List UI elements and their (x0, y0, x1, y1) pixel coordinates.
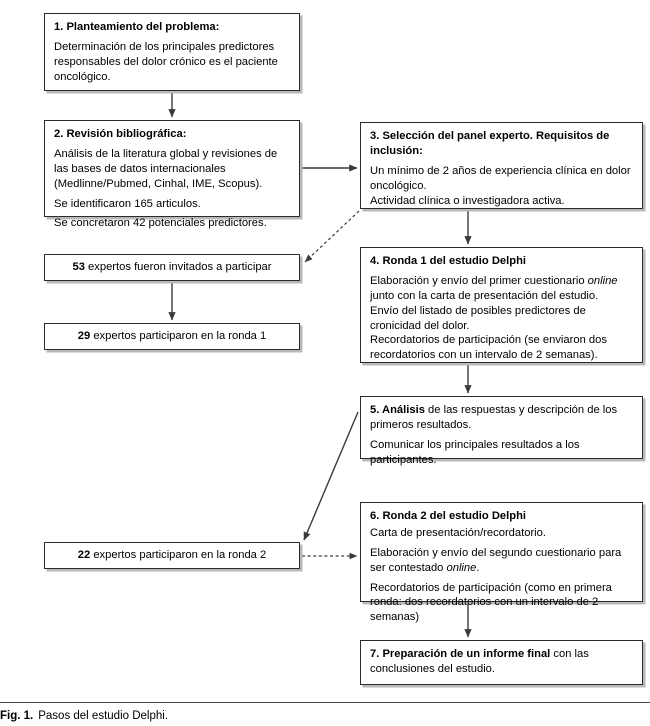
figure-caption-text: Pasos del estudio Delphi. (38, 710, 169, 722)
step1-heading: 1. Planteamiento del problema: (54, 21, 220, 33)
step3-body-2: Actividad clínica o investigadora activa… (370, 194, 565, 207)
step4-body-1: Elaboración y envío del primer cuestiona… (370, 274, 633, 304)
round1-participants-label: expertos participaron en la ronda 1 (90, 330, 267, 343)
round2-participants-label: expertos participaron en la ronda 2 (90, 549, 267, 562)
invited-experts-label: expertos fueron invitados a participar (84, 261, 272, 274)
figure-caption: Fig. 1. Pasos del estudio Delphi. (0, 709, 640, 724)
step2-body-2: Se identificaron 165 articulos. (54, 197, 201, 210)
flow-node-round2-participants[interactable]: 22 expertos participaron en la ronda 2 (44, 542, 300, 569)
step7-heading-rest: con las conclusiones del estudio. (370, 648, 589, 675)
step5-heading-rest: de las respuestas y descripción de los p… (370, 404, 618, 431)
connector-step5-to-round2 (303, 411, 359, 541)
step5-body-1: Comunicar los principales resultados a l… (370, 438, 580, 466)
step4-heading: 4. Ronda 1 del estudio Delphi (370, 255, 527, 267)
step2-body-1: Análisis de la literatura global y revis… (54, 147, 278, 190)
step6-body-3: Recordatorios de participación (como en … (370, 581, 612, 624)
caption-divider (0, 702, 650, 703)
step6-body-2-pre: Elaboración y envío del segundo cuestion… (370, 546, 622, 574)
step7-heading: 7. Preparación de un informe final con l… (370, 647, 633, 677)
step1-body: Determinación de los principales predict… (54, 40, 278, 83)
step5-heading-bold: 5. Análisis (370, 404, 425, 416)
flow-node-step3[interactable]: 3. Selección del panel experto. Requisit… (360, 122, 643, 209)
step4-body-1-pre: Elaboración y envío del primer cuestiona… (370, 274, 588, 287)
step2-heading: 2. Revisión bibliográfica: (54, 128, 187, 140)
step6-body-2: Elaboración y envío del segundo cuestion… (370, 546, 633, 576)
flow-node-step2[interactable]: 2. Revisión bibliográfica: Análisis de l… (44, 120, 300, 229)
figure-label: Fig. 1. (0, 710, 34, 722)
flow-node-step7[interactable]: 7. Preparación de un informe final con l… (360, 640, 643, 685)
step4-body-3: Recordatorios de participación (se envia… (370, 334, 607, 362)
flow-node-step4[interactable]: 4. Ronda 1 del estudio Delphi Elaboració… (360, 247, 643, 363)
flow-node-step5[interactable]: 5. Análisis de las respuestas y descripc… (360, 396, 643, 466)
step6-body-1: Carta de presentación/recordatorio. (370, 526, 546, 539)
step3-heading: 3. Selección del panel experto. Requisit… (370, 130, 610, 157)
flow-node-round1-participants[interactable]: 29 expertos participaron en la ronda 1 (44, 323, 300, 350)
step6-heading: 6. Ronda 2 del estudio Delphi (370, 510, 527, 522)
round2-participants-count: 22 (77, 549, 91, 562)
step5-heading: 5. Análisis de las respuestas y descripc… (370, 403, 633, 433)
step4-body-1-italic: online (587, 274, 618, 287)
flow-node-invited-experts[interactable]: 53 expertos fueron invitados a participa… (44, 254, 300, 281)
connector-step3-to-invited (304, 210, 360, 263)
step6-body-2-post: . (476, 561, 480, 574)
step3-body-1: Un mínimo de 2 años de experiencia clíni… (370, 164, 631, 192)
step4-body-2: Envío del listado de posibles predictore… (370, 304, 586, 332)
flow-node-step6[interactable]: 6. Ronda 2 del estudio Delphi Carta de p… (360, 502, 643, 623)
round1-participants-count: 29 (77, 330, 91, 343)
step6-body-2-italic: online (446, 561, 477, 574)
step2-body-3: Se concretaron 42 potenciales predictore… (54, 217, 267, 230)
invited-experts-count: 53 (72, 261, 85, 274)
step4-body-1-post: junto con la carta de presentación del e… (370, 289, 599, 302)
step7-heading-bold: 7. Preparación de un informe final (370, 648, 551, 660)
flow-node-step1[interactable]: 1. Planteamiento del problema: Determina… (44, 13, 300, 91)
